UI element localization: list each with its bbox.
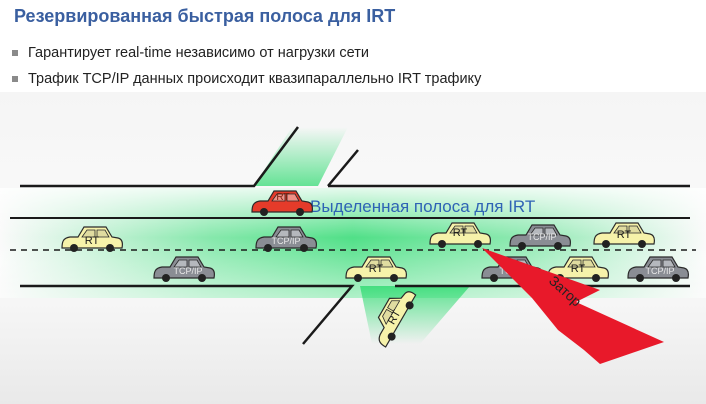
car-label: RT [276,192,289,203]
tcp-ip-car: TCP/IP [509,224,571,250]
bullet-square-icon [12,76,18,82]
tcp-ip-car: TCP/IP [627,256,689,282]
car-label: RT [571,263,586,275]
slide-title: Резервированная быстрая полоса для IRT [14,6,396,26]
car-label: TCP/IP [645,266,674,276]
car-label: TCP/IP [271,236,300,246]
bullet-item: Трафик TCP/IP данных происходит квазипар… [12,66,481,92]
ramp-edge-right [327,149,359,187]
bullet-square-icon [12,50,18,56]
rt-car: RT [547,256,609,282]
tcp-ip-car: TCP/IP [153,256,215,282]
tcp-ip-car: TCP/IP [255,226,317,252]
car-label: TCP/IP [527,232,556,242]
irt-lane-label: Выделенная полоса для IRT [310,197,535,216]
bullet-text: Трафик TCP/IP данных происходит квазипар… [28,71,482,87]
road-diagram: Выделенная полоса для IRT RT RT TCP/IP R… [0,92,706,404]
rt-car-exiting: RT [377,291,417,348]
car-label: RT [617,229,632,241]
rt-car: RT [61,226,123,252]
traffic-jam-bolt [482,248,664,364]
rt-car: RT [593,222,655,248]
car-label: RT [453,227,468,239]
bullet-text: Гарантирует real-time независимо от нагр… [28,45,369,61]
road-edge-top-left [20,126,300,188]
car-label: RT [369,263,384,275]
rt-car: RT [345,256,407,282]
upper-ramp-glow [254,127,348,186]
priority-rt-car: RT [251,190,313,216]
road-edge-bottom-left [20,284,355,345]
car-label: RT [85,235,100,247]
car-label: TCP/IP [173,266,202,276]
bullet-list: Гарантирует real-time независимо от нагр… [12,40,481,92]
bullet-item: Гарантирует real-time независимо от нагр… [12,40,481,66]
rt-car: RT [429,222,491,248]
